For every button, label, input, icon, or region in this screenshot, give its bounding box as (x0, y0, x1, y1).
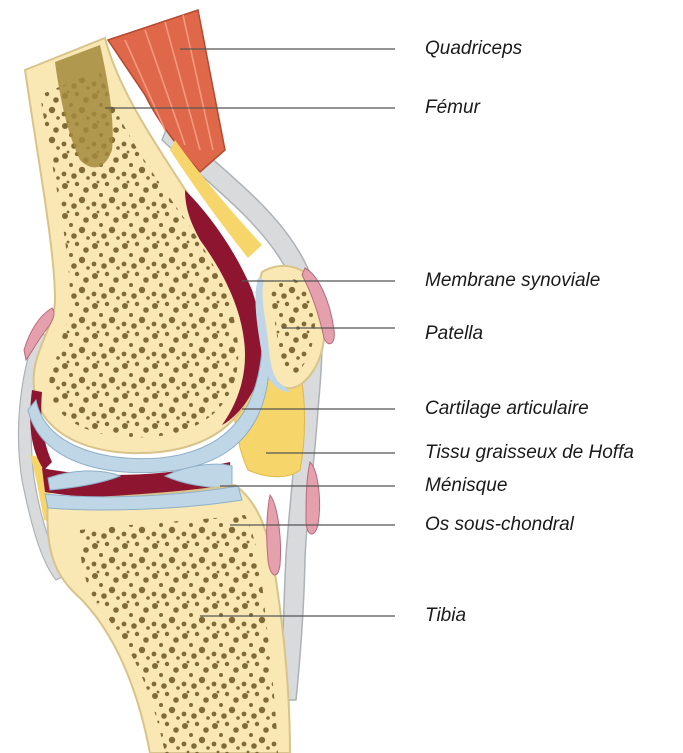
label-tibia: Tibia (425, 605, 466, 627)
label-femur: Fémur (425, 97, 480, 119)
label-tissu-graisseux-hoffa: Tissu graisseux de Hoffa (425, 442, 634, 464)
bursa-tibial (267, 495, 281, 575)
bursa-infrapatellar (306, 462, 320, 534)
label-os-sous-chondral: Os sous-chondral (425, 514, 574, 536)
label-cartilage-articulaire: Cartilage articulaire (425, 398, 589, 420)
label-patella: Patella (425, 323, 483, 345)
label-membrane-synoviale: Membrane synoviale (425, 270, 600, 292)
label-menisque: Ménisque (425, 475, 507, 497)
label-quadriceps: Quadriceps (425, 38, 522, 60)
